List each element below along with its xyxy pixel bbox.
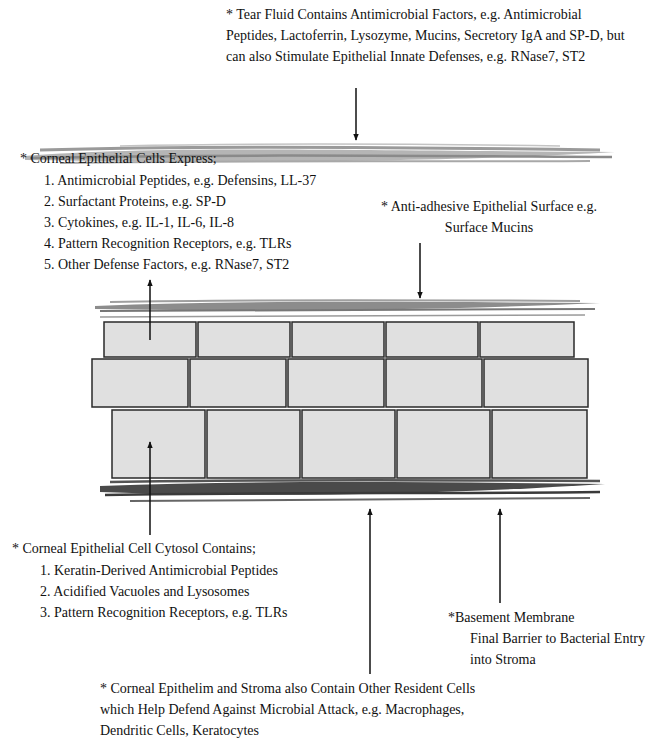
annotation-text: * Tear Fluid Contains Antimicrobial Fact… xyxy=(226,4,631,67)
leader-arrow xyxy=(355,88,357,140)
membrane-streak xyxy=(100,482,605,495)
epithelial-cell xyxy=(492,410,587,478)
epithelial-cell xyxy=(198,322,290,357)
epithelial-cell xyxy=(480,322,574,357)
annotation-text: * Corneal Epithelial Cells Express; xyxy=(20,148,217,169)
annotation-text: * Anti-adhesive Epithelial Surface e.g. … xyxy=(378,196,600,238)
leader-arrow xyxy=(369,509,371,674)
annotation-text: 1. Keratin-Derived Antimicrobial Peptide… xyxy=(40,560,278,581)
annotation-text: * Corneal Epithelim and Stroma also Cont… xyxy=(100,678,510,741)
epithelial-cell xyxy=(386,322,478,357)
annotation-text: 1. Antimicrobial Peptides, e.g. Defensin… xyxy=(44,170,316,191)
annotation-text: 3. Cytokines, e.g. IL-1, IL-6, IL-8 xyxy=(44,212,234,233)
epithelial-cells xyxy=(92,322,588,478)
mucin-streak xyxy=(100,315,585,317)
leader-arrow xyxy=(419,243,421,298)
annotation-text: 2. Acidified Vacuoles and Lysosomes xyxy=(40,581,249,602)
membrane-streak xyxy=(105,492,600,495)
basement-membrane xyxy=(100,480,605,501)
membrane-streak xyxy=(110,480,600,482)
epithelial-cell xyxy=(190,359,286,407)
annotation-text: * Corneal Epithelial Cell Cytosol Contai… xyxy=(12,538,256,559)
epithelial-cell xyxy=(288,359,384,407)
mucin-streak xyxy=(95,302,600,310)
epithelial-cell xyxy=(112,410,205,478)
epithelial-cell xyxy=(207,410,300,478)
epithelial-cell xyxy=(302,410,395,478)
membrane-streak xyxy=(130,498,590,501)
tear-film-streak xyxy=(40,147,600,150)
leader-arrow xyxy=(499,509,501,603)
epithelial-cell xyxy=(292,322,384,357)
epithelial-cell xyxy=(386,359,482,407)
annotation-text: 3. Pattern Recognition Receptors, e.g. T… xyxy=(40,602,287,623)
epithelial-cell xyxy=(92,359,188,407)
annotation-text: 4. Pattern Recognition Receptors, e.g. T… xyxy=(44,233,291,254)
mucin-streak xyxy=(100,309,595,311)
annotation-text: Final Barrier to Bacterial Entry into St… xyxy=(470,628,645,670)
tear-film-streak xyxy=(120,144,560,146)
surface-mucin-layer xyxy=(95,300,600,317)
leader-arrow xyxy=(149,442,151,535)
mucin-streak xyxy=(110,300,580,302)
leader-arrow xyxy=(149,280,151,340)
annotation-text: 2. Surfactant Proteins, e.g. SP-D xyxy=(44,191,226,212)
annotation-text: *Basement Membrane xyxy=(448,607,574,628)
epithelial-cell xyxy=(397,410,490,478)
annotation-text: 5. Other Defense Factors, e.g. RNase7, S… xyxy=(44,254,289,275)
epithelial-cell xyxy=(484,359,588,407)
